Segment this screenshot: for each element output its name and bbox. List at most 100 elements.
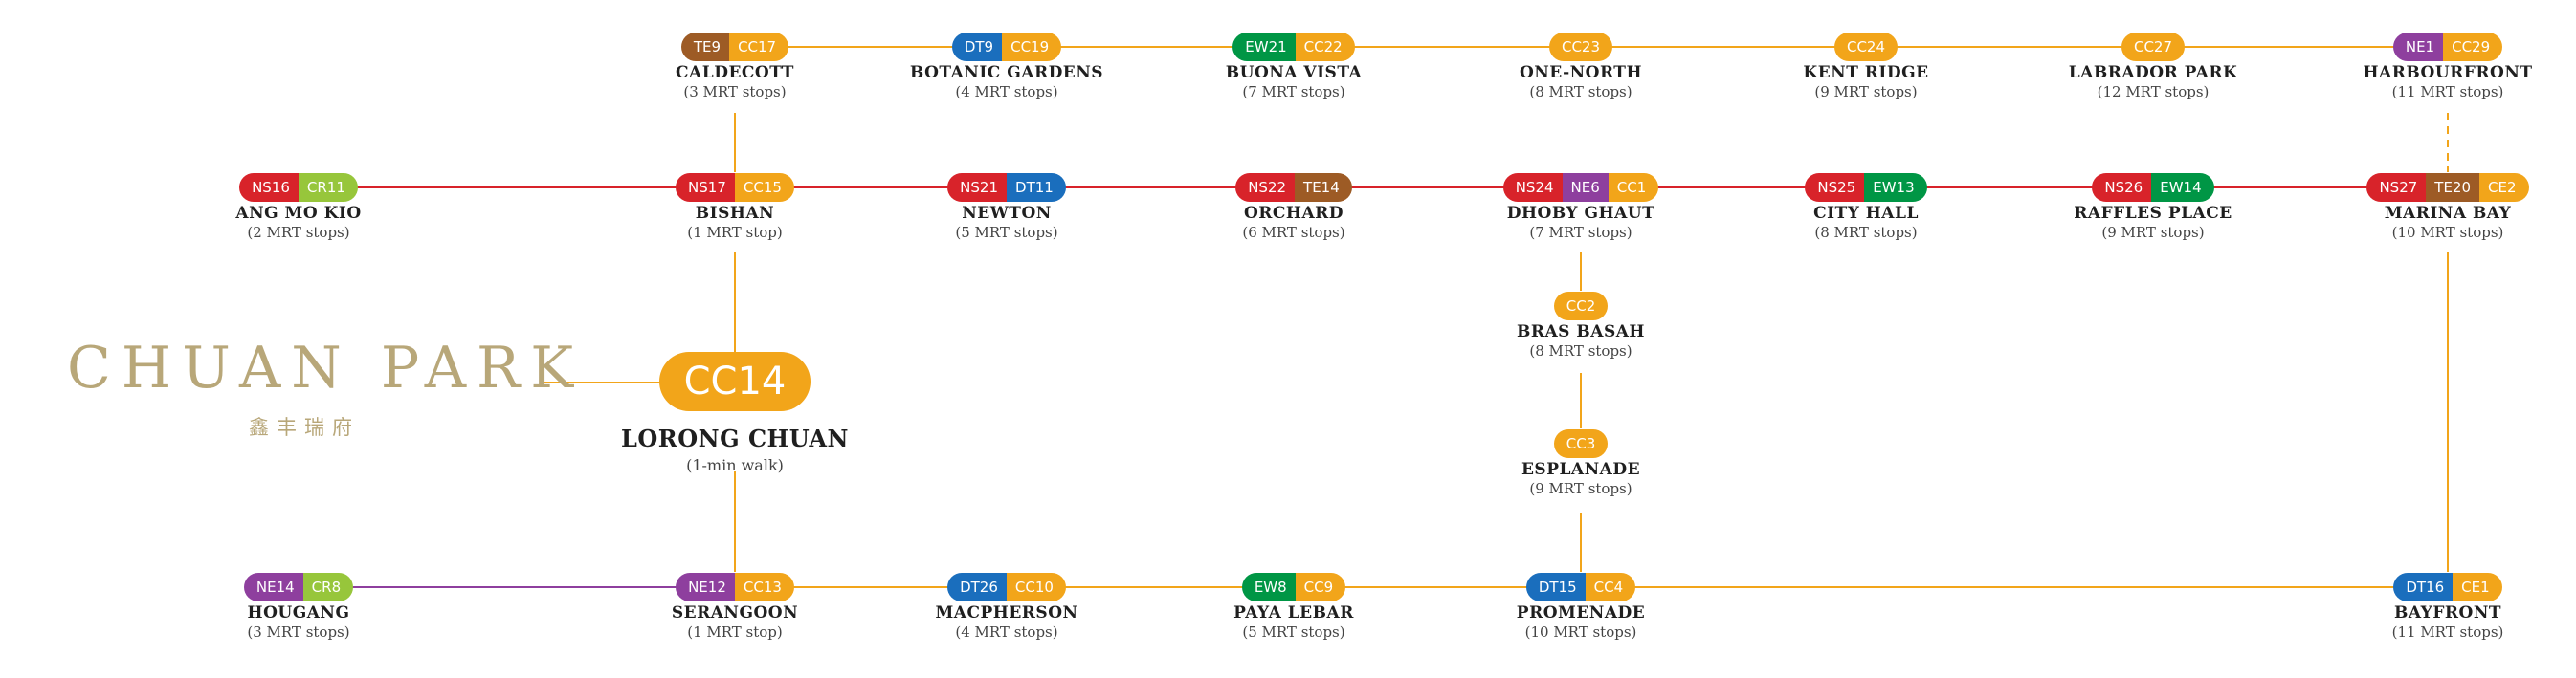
station-stops: (2 MRT stops): [247, 224, 350, 241]
station-code-badge: CC27: [2121, 33, 2186, 61]
station-name: KENT RIDGE: [1803, 63, 1929, 82]
station-stops: (1 MRT stop): [687, 224, 783, 241]
station-code: CR11: [298, 173, 358, 202]
station-stops: (8 MRT stops): [1529, 83, 1632, 100]
station-name: NEWTON: [962, 204, 1052, 223]
station-code: NE1: [2392, 33, 2444, 61]
station-name: CITY HALL: [1813, 204, 1919, 223]
station-code: TE9: [680, 33, 730, 61]
station-stops: (11 MRT stops): [2391, 83, 2504, 100]
station-code: CC10: [1006, 573, 1066, 601]
station-code: NS24: [1502, 173, 1563, 202]
station-stops: (1 MRT stop): [687, 623, 783, 641]
station-code-badge: CC23: [1548, 33, 1613, 61]
hub-code-badge: CC14: [658, 352, 811, 411]
station-name: PROMENADE: [1516, 603, 1646, 623]
station-name: HARBOURFRONT: [2363, 63, 2533, 82]
station-code: CC4: [1585, 573, 1636, 601]
station-code: TE14: [1295, 173, 1352, 202]
station-code: TE20: [2426, 173, 2480, 202]
station-name: MARINA BAY: [2384, 204, 2512, 223]
station-name: HOUGANG: [247, 603, 350, 623]
station-code: EW8: [1241, 573, 1296, 601]
station-code: NE14: [243, 573, 303, 601]
station-stops: (3 MRT stops): [683, 83, 787, 100]
station-code: CC19: [1002, 33, 1062, 61]
hub-station-info: (1-min walk): [686, 456, 784, 474]
station-code: CC17: [729, 33, 789, 61]
station-code-badge: CC3: [1553, 429, 1609, 458]
station-code: CC1: [1608, 173, 1659, 202]
station-name: BUONA VISTA: [1225, 63, 1363, 82]
station-name: BAYFRONT: [2393, 603, 2502, 623]
brand-logo: CHUAN PARK 鑫丰瑞府: [67, 335, 585, 441]
station-name: ESPLANADE: [1521, 460, 1641, 479]
station-code: NS25: [1805, 173, 1865, 202]
hub-station: CC14 LORONG CHUAN (1-min walk): [496, 352, 974, 474]
station-code: DT16: [2393, 573, 2454, 601]
station-stops: (12 MRT stops): [2097, 83, 2210, 100]
station-code: CE2: [2479, 173, 2529, 202]
station-name: ONE-NORTH: [1519, 63, 1643, 82]
station-code: NS22: [1235, 173, 1296, 202]
station-code: NS21: [947, 173, 1008, 202]
station-name: ORCHARD: [1243, 204, 1344, 223]
station-code: NS16: [239, 173, 299, 202]
station-code: CC3: [1553, 429, 1609, 458]
station-name: MACPHERSON: [935, 603, 1078, 623]
station-code: NE6: [1562, 173, 1609, 202]
station-stops: (3 MRT stops): [247, 623, 350, 641]
station-stops: (6 MRT stops): [1242, 224, 1345, 241]
station-code: DT9: [951, 33, 1003, 61]
station-name: DHOBY GHAUT: [1506, 204, 1655, 223]
station-stops: (8 MRT stops): [1529, 342, 1632, 360]
station-code: CC2: [1553, 292, 1609, 320]
station-code: CE1: [2453, 573, 2502, 601]
station-stops: (5 MRT stops): [1242, 623, 1345, 641]
station-stops: (11 MRT stops): [2391, 623, 2504, 641]
station-name: LABRADOR PARK: [2068, 63, 2238, 82]
station-code-badge: CC2: [1553, 292, 1609, 320]
station-stops: (4 MRT stops): [955, 623, 1058, 641]
station-code: CC13: [734, 573, 794, 601]
station-stops: (10 MRT stops): [1524, 623, 1637, 641]
station-code-badge: CC24: [1833, 33, 1899, 61]
station-code: DT15: [1525, 573, 1586, 601]
station-stops: (9 MRT stops): [1529, 480, 1632, 497]
hub-station-name: LORONG CHUAN: [621, 425, 849, 452]
station-code: CC15: [734, 173, 794, 202]
brand-name: CHUAN PARK: [67, 335, 585, 402]
station-code: CC27: [2121, 33, 2186, 61]
station-code: DT11: [1007, 173, 1066, 202]
station-stops: (7 MRT stops): [1529, 224, 1632, 241]
station-name: BISHAN: [695, 204, 775, 223]
